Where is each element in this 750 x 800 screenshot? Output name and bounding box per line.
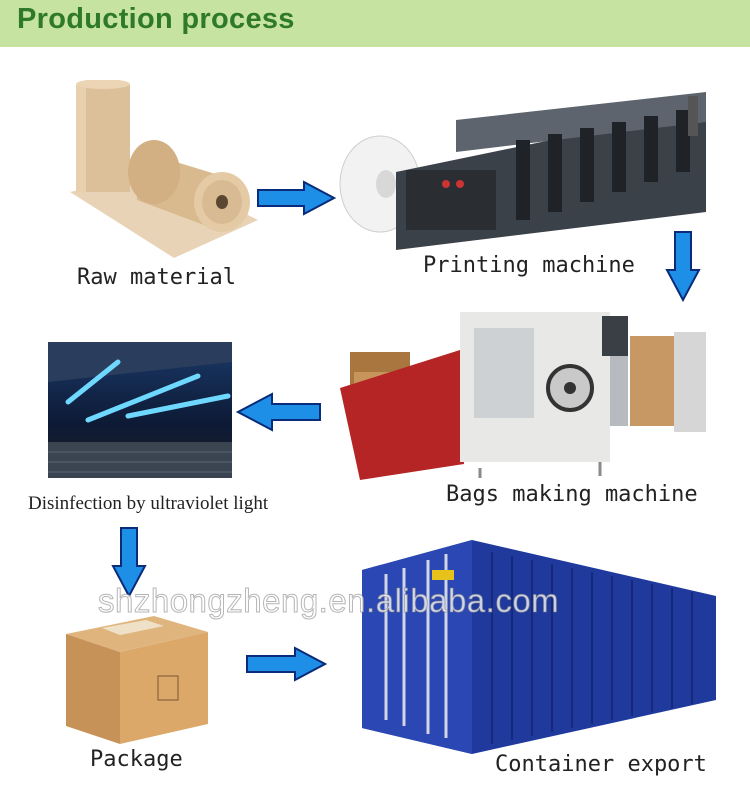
container-image bbox=[362, 540, 716, 754]
step-label-package: Package bbox=[90, 747, 183, 772]
step-label-container-export: Container export bbox=[495, 752, 707, 777]
step-label-raw-material: Raw material bbox=[77, 265, 236, 290]
page-title: Production process bbox=[17, 3, 295, 35]
arrow-right-icon bbox=[246, 646, 327, 682]
step-label-disinfection: Disinfection by ultraviolet light bbox=[28, 493, 269, 514]
arrow-down-icon bbox=[665, 231, 701, 302]
package-image bbox=[66, 616, 208, 744]
uv-disinfection-image bbox=[48, 342, 232, 478]
raw-material-image bbox=[70, 80, 258, 258]
step-label-bags-making-machine: Bags making machine bbox=[446, 482, 698, 507]
arrow-left-icon bbox=[236, 392, 321, 432]
step-label-printing-machine: Printing machine bbox=[423, 253, 635, 278]
printing-machine-image bbox=[339, 92, 706, 250]
arrow-down-icon bbox=[111, 527, 147, 598]
watermark-text: shzhongzheng.en.alibaba.com bbox=[97, 582, 560, 620]
arrow-right-icon bbox=[257, 180, 336, 216]
bags-making-machine-image bbox=[340, 312, 706, 480]
header-bar: Production process bbox=[0, 0, 750, 47]
